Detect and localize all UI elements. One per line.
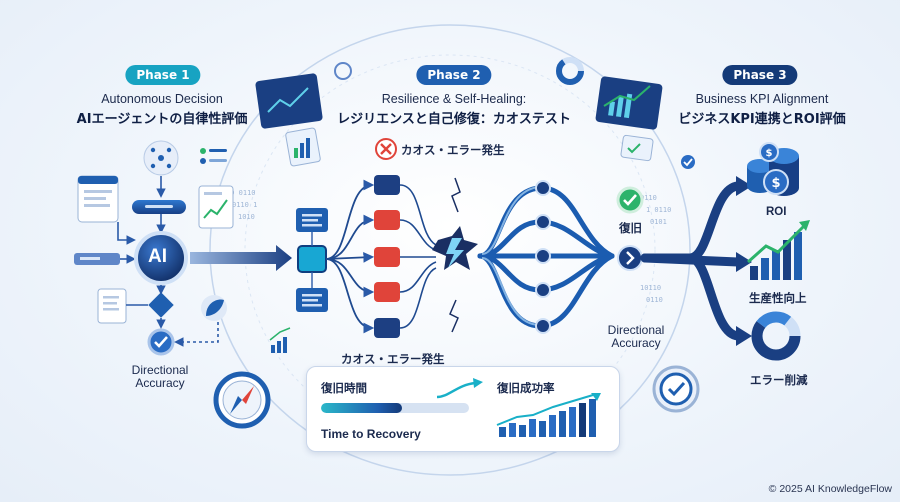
donut-mini-icon (556, 57, 584, 85)
background-ring (209, 24, 691, 476)
monitor-chart-icon (255, 73, 323, 129)
svg-text:10 0110: 10 0110 (226, 189, 256, 197)
decision-diamond-icon (148, 292, 174, 318)
chaos-error-top-label: カオス・エラー発生 (401, 143, 505, 157)
mini-bar-chart-icon (269, 327, 291, 353)
phase-1-metric-label: Directional Accuracy (132, 364, 189, 390)
leaf-icon (201, 295, 227, 321)
donut-chart-icon (751, 311, 801, 361)
chart-document-icon (198, 185, 234, 229)
checklist-icon (200, 148, 227, 164)
success-rate-label: 復旧成功率 (497, 381, 555, 395)
svg-text:$: $ (771, 176, 780, 191)
document-icon (97, 288, 127, 324)
flow-arrow-1 (190, 245, 292, 271)
recovery-time-bar (321, 403, 469, 413)
gauge-check-icon (652, 365, 700, 413)
kpi-branch-arrows (640, 181, 743, 341)
lightning-burst-icon (432, 226, 478, 270)
svg-text:$: $ (766, 148, 773, 159)
phase-3-badge: Phase 3 (722, 65, 798, 85)
phase-1-title-en: Autonomous Decision (101, 92, 223, 106)
recovery-time-label: 復旧時間 (321, 381, 367, 395)
chaos-error-bottom-label: カオス・エラー発生 (341, 352, 445, 366)
service-node (297, 245, 327, 273)
svg-text:0110: 0110 (646, 296, 663, 304)
phase-1-title-jp: AIエージェントの自律性評価 (76, 112, 248, 127)
svg-text:0110: 0110 (640, 194, 657, 202)
window-icon (77, 175, 119, 223)
coins-icon: $ $ (747, 142, 799, 196)
phase-1-metric-line1: Directional (131, 363, 189, 377)
productivity-label: 生産性向上 (749, 291, 807, 305)
phase-2-title: Resilience & Self-Healing: レジリエンスと自己修復：カ… (337, 92, 571, 127)
binary-decoration: 10 0110 0110 1 1010 0110 1 0110 0101 10110 01… (226, 189, 671, 304)
phase-3-title-en: Business KPI Alignment (695, 92, 829, 106)
recovery-time-bar-fill (321, 403, 403, 413)
small-check-icon (681, 155, 695, 169)
svg-text:1 0110: 1 0110 (646, 206, 671, 214)
phase-2-metric-label: Directional Accuracy (608, 324, 665, 350)
phase-2-metric-line1: Directional (607, 323, 665, 337)
chevron-circle-icon (617, 245, 643, 271)
compass-icon (213, 371, 271, 429)
recovered-label: 復旧 (619, 221, 642, 235)
svg-text:1010: 1010 (238, 213, 255, 221)
copyright-footer: © 2025 AI KnowledgeFlow (768, 483, 892, 495)
growth-chart-icon (747, 220, 810, 280)
phase-3-title-jp: ビジネスKPI連携とROI評価 (678, 112, 846, 127)
recovery-metrics-panel: 復旧時間 Time to Recovery 復旧成功率 (306, 366, 620, 452)
network-icon (143, 140, 179, 176)
trend-up-icon (436, 378, 483, 399)
roi-label: ROI (766, 206, 787, 218)
ai-core-label: AI (148, 246, 167, 267)
phase-1-metric-line2: Accuracy (135, 376, 185, 390)
success-rate-chart (496, 393, 601, 437)
svg-text:0101: 0101 (650, 218, 667, 226)
svg-text:0110 1: 0110 1 (232, 201, 257, 209)
recovery-time-en: Time to Recovery (321, 427, 421, 441)
phase-1-badge: Phase 1 (125, 65, 201, 85)
card-icon (620, 134, 654, 162)
monitor-trend-icon (595, 76, 663, 130)
chaos-node-stack (374, 175, 400, 338)
phase-2-title-jp: レジリエンスと自己修復：カオステスト (337, 112, 571, 127)
ai-core-circle (134, 231, 188, 285)
phase-2-title-en: Resilience & Self-Healing: (381, 92, 527, 106)
svg-text:10110: 10110 (640, 284, 661, 292)
log-panel-icon (296, 208, 328, 312)
phase-3-title: Business KPI Alignment ビジネスKPI連携とROI評価 (678, 92, 845, 127)
phase-2-metric-line2: Accuracy (611, 336, 661, 350)
gear-icon (334, 62, 352, 80)
tablet-chart-icon (285, 127, 321, 167)
phase-2-badge: Phase 2 (416, 65, 492, 85)
error-reduction-label: エラー削減 (750, 373, 808, 387)
recovery-nodes (535, 180, 551, 334)
phase-1-title: Autonomous Decision AIエージェントの自律性評価 (77, 92, 248, 127)
